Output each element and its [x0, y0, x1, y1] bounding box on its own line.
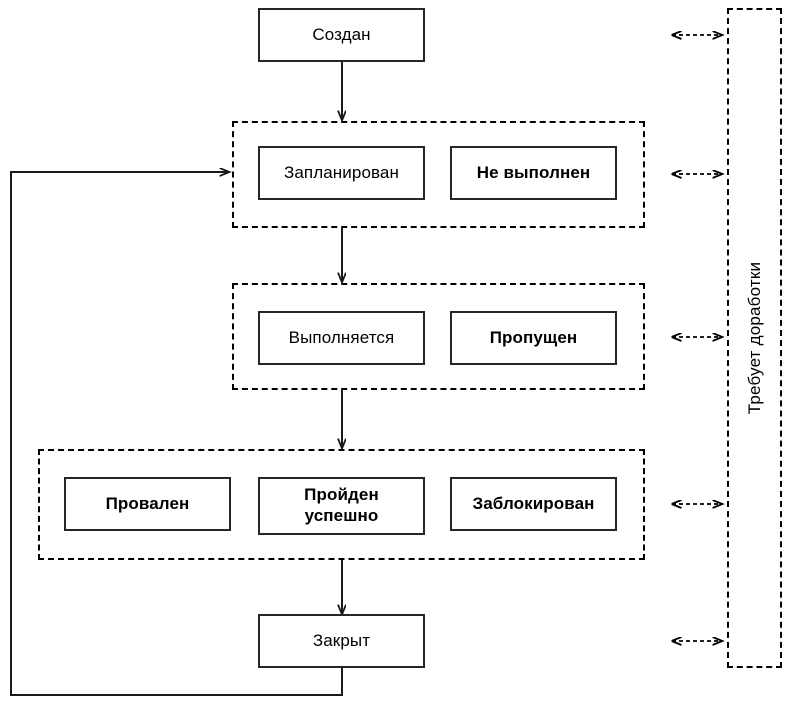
node-scheduled[interactable]: Запланирован: [258, 146, 425, 200]
node-closed[interactable]: Закрыт: [258, 614, 425, 668]
node-not-executed[interactable]: Не выполнен: [450, 146, 617, 200]
node-rework-label: Требует доработки: [744, 261, 764, 415]
node-in-progress[interactable]: Выполняется: [258, 311, 425, 365]
node-failed[interactable]: Провален: [64, 477, 231, 531]
node-skipped[interactable]: Пропущен: [450, 311, 617, 365]
node-rework: Требует доработки: [727, 8, 782, 668]
node-passed[interactable]: Пройден успешно: [258, 477, 425, 535]
node-blocked[interactable]: Заблокирован: [450, 477, 617, 531]
node-created[interactable]: Создан: [258, 8, 425, 62]
